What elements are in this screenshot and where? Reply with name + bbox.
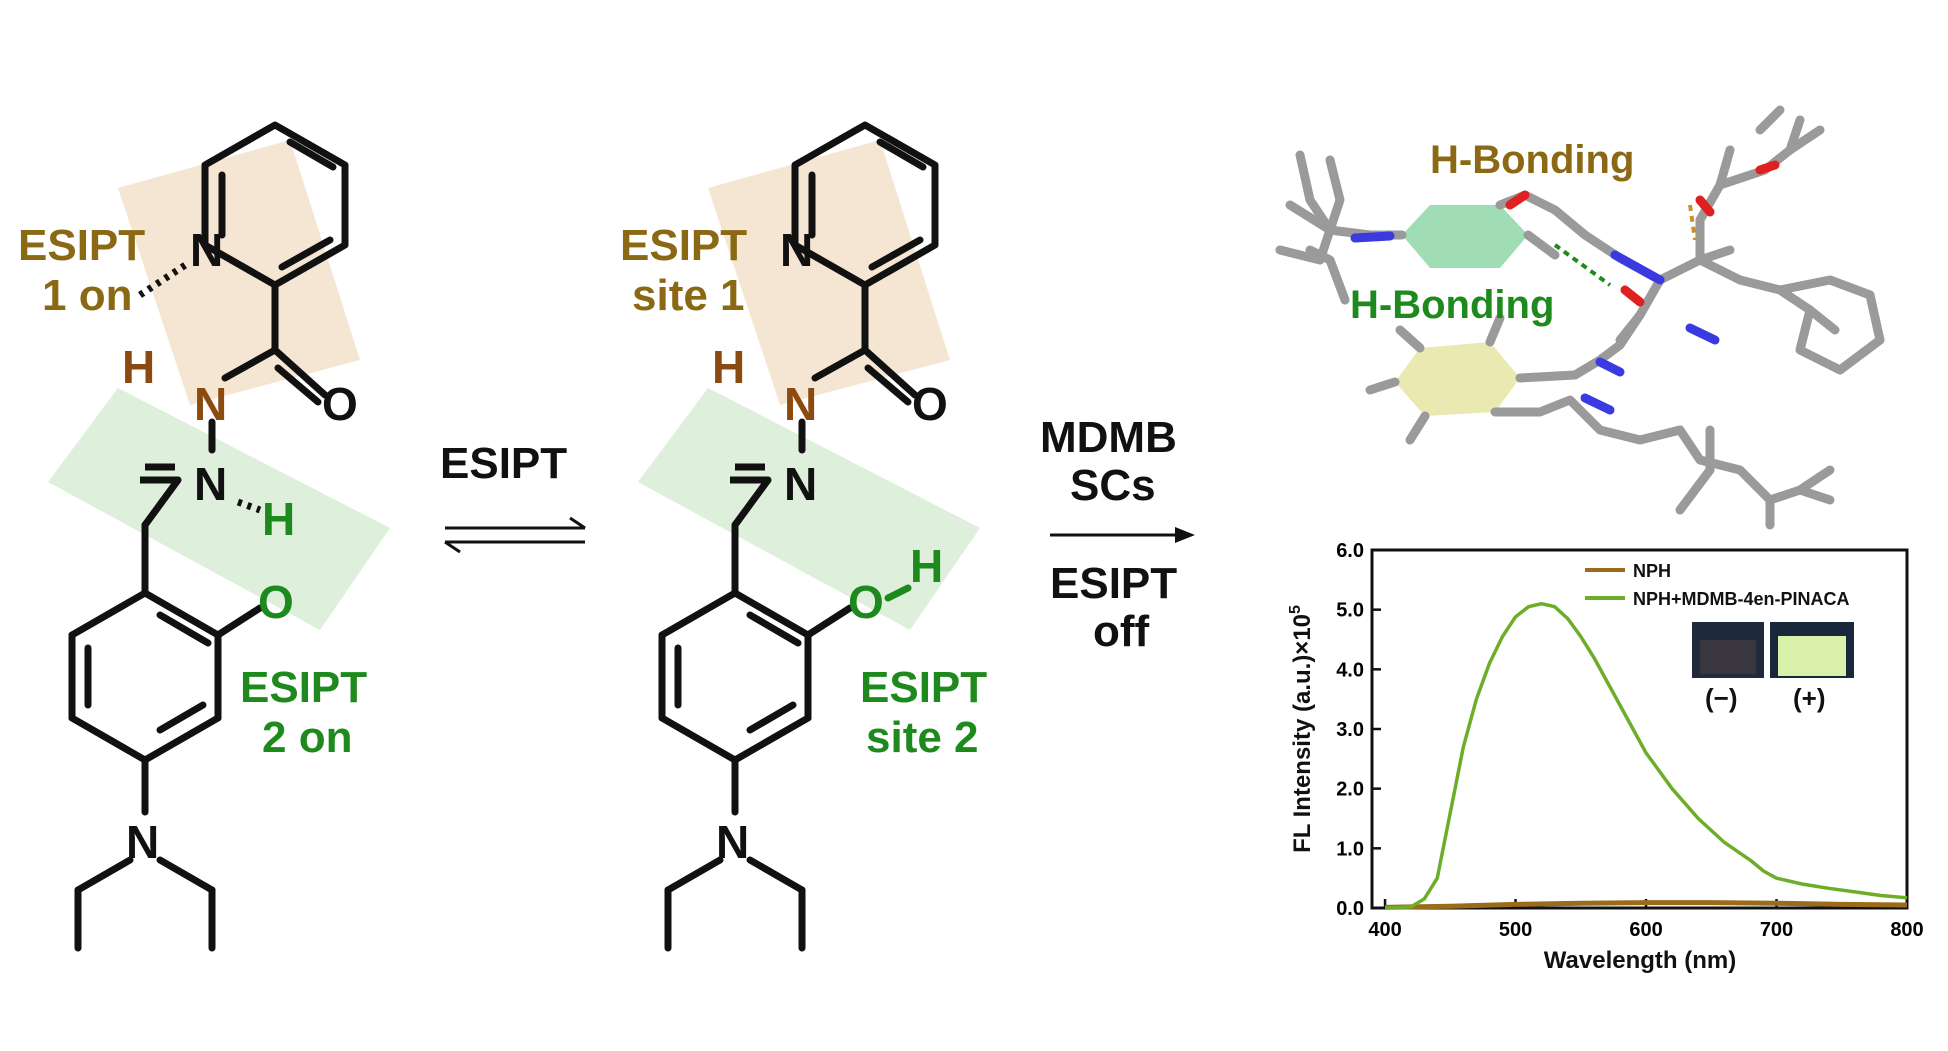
vial-dark-liquid [1700,640,1756,674]
y-tick-label: 2.0 [1336,779,1364,801]
esipt-2-label-line2: 2 on [262,713,352,762]
y-tick-label: 6.0 [1336,540,1364,562]
y-tick-label: 5.0 [1336,600,1364,622]
esipt-site2-box-mid [638,388,980,630]
legend-label-mdmb: NPH+MDMB-4en-PINACA [1633,589,1850,609]
inset-label-plus: (+) [1793,683,1826,713]
atom-h-hydroxyl-mid: H [910,540,943,592]
x-tick-label: 800 [1890,919,1923,941]
y-ticks: 0.0 1.0 2.0 3.0 4.0 5.0 6.0 [1336,540,1381,920]
esipt-1-label-line2: 1 on [42,271,132,320]
hbond-label-bottom: H-Bonding [1350,283,1554,327]
reaction-label-scs: SCs [1070,461,1156,510]
y-tick-label: 3.0 [1336,719,1364,741]
benzene-ring-highlight [1402,205,1528,268]
atom-h-amide: H [122,341,155,393]
x-tick-label: 400 [1368,919,1401,941]
atom-n-amide-mid: N [784,378,817,430]
x-tick-label: 700 [1760,919,1793,941]
series-line-nph [1385,900,1908,910]
y-tick-label: 1.0 [1336,838,1364,860]
hbond-green-dashes [1553,243,1612,287]
esipt-site2-box [48,388,390,630]
hbond-label-top: H-Bonding [1430,138,1634,182]
indazole-ring-highlight [1395,342,1520,416]
atom-n-amide: N [194,378,227,430]
x-tick-label: 500 [1499,919,1532,941]
atom-n-imine: N [194,458,227,510]
y-tick-label: 0.0 [1336,898,1364,920]
hbond-brown-dashes [1688,204,1697,241]
legend: NPH NPH+MDMB-4en-PINACA [1585,561,1850,609]
reaction-label-mdmb: MDMB [1040,413,1177,462]
atom-h-hydroxyl: H [262,493,295,545]
reaction-label-off: off [1093,607,1150,656]
esipt-site2-label-line1: ESIPT [860,663,987,712]
equilibrium-arrow: ESIPT [440,439,586,554]
fluorescence-chart: 0.0 1.0 2.0 3.0 4.0 5.0 6.0 400 500 600 700 800 Wa… [1287,540,1924,974]
equilibrium-label: ESIPT [440,439,567,488]
vial-glow-liquid [1778,636,1846,676]
structure-middle: N H N O N O H N ESIPT site 1 ESIPT site … [620,121,987,952]
atom-h-amide-mid: H [712,341,745,393]
esipt-site1-box-mid [708,140,950,405]
reaction-label-esipt: ESIPT [1050,559,1177,608]
atom-n-pyridine: N [190,224,223,276]
x-tick-label: 600 [1629,919,1662,941]
atom-o-carbonyl: O [322,378,358,430]
esipt-site1-label-line1: ESIPT [620,221,747,270]
x-axis-label: Wavelength (nm) [1544,947,1736,974]
esipt-site2-label-line2: site 2 [866,713,979,762]
legend-label-nph: NPH [1633,561,1671,581]
structure-left: N H N O N H O N ESIPT 1 on ESIPT 2 on [18,121,390,952]
esipt-site1-box [118,140,360,405]
chart-series [1384,601,1908,910]
esipt-site1-label-line2: site 1 [632,271,745,320]
molecular-model-3d: H-Bonding H-Bonding [1275,105,1885,530]
series-line-nph-mdmb [1384,601,1908,910]
atom-o-hydroxyl-mid: O [848,576,884,628]
atom-o-carbonyl-mid: O [912,378,948,430]
atom-n-amine: N [126,816,159,868]
atom-n-pyridine-mid: N [780,224,813,276]
inset-label-minus: (−) [1705,683,1738,713]
atom-n-imine-mid: N [784,458,817,510]
reaction-arrow: MDMB SCs ESIPT off [1040,413,1195,656]
atom-o-hydroxyl: O [258,576,294,628]
atom-n-amine-mid: N [716,816,749,868]
esipt-2-label-line1: ESIPT [240,663,367,712]
esipt-1-label-line1: ESIPT [18,221,145,270]
vial-inset: (−) (+) [1692,622,1854,713]
y-tick-label: 4.0 [1336,659,1364,681]
y-axis-label: FL Intensity (a.u.)×105 [1287,605,1316,853]
